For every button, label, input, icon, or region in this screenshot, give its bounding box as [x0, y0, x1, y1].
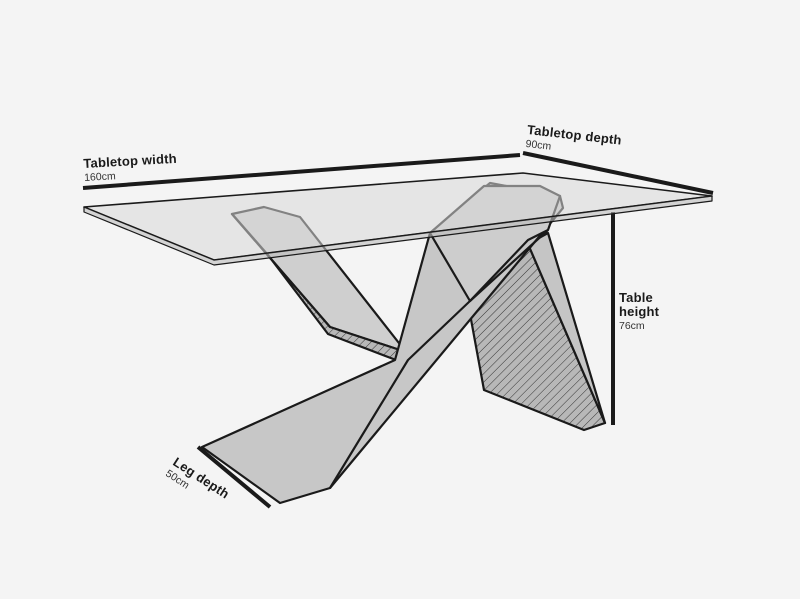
table-height-title-line2: height: [619, 304, 660, 320]
table-height-label: Table height 76cm: [619, 290, 660, 332]
tabletop-width-line: [82, 153, 521, 190]
dimension-lines: [82, 151, 714, 509]
tabletop-edge: [83, 195, 713, 266]
table-height-value: 76cm: [619, 319, 645, 332]
front-leg-edge: [329, 229, 549, 489]
leg-depth-line: [196, 445, 272, 509]
glass-tabletop: [83, 172, 713, 266]
table-height-title-line1: Table: [619, 290, 653, 305]
tabletop-depth-line: [522, 151, 714, 195]
tabletop-width-label: Tabletop width 160cm: [83, 151, 178, 184]
